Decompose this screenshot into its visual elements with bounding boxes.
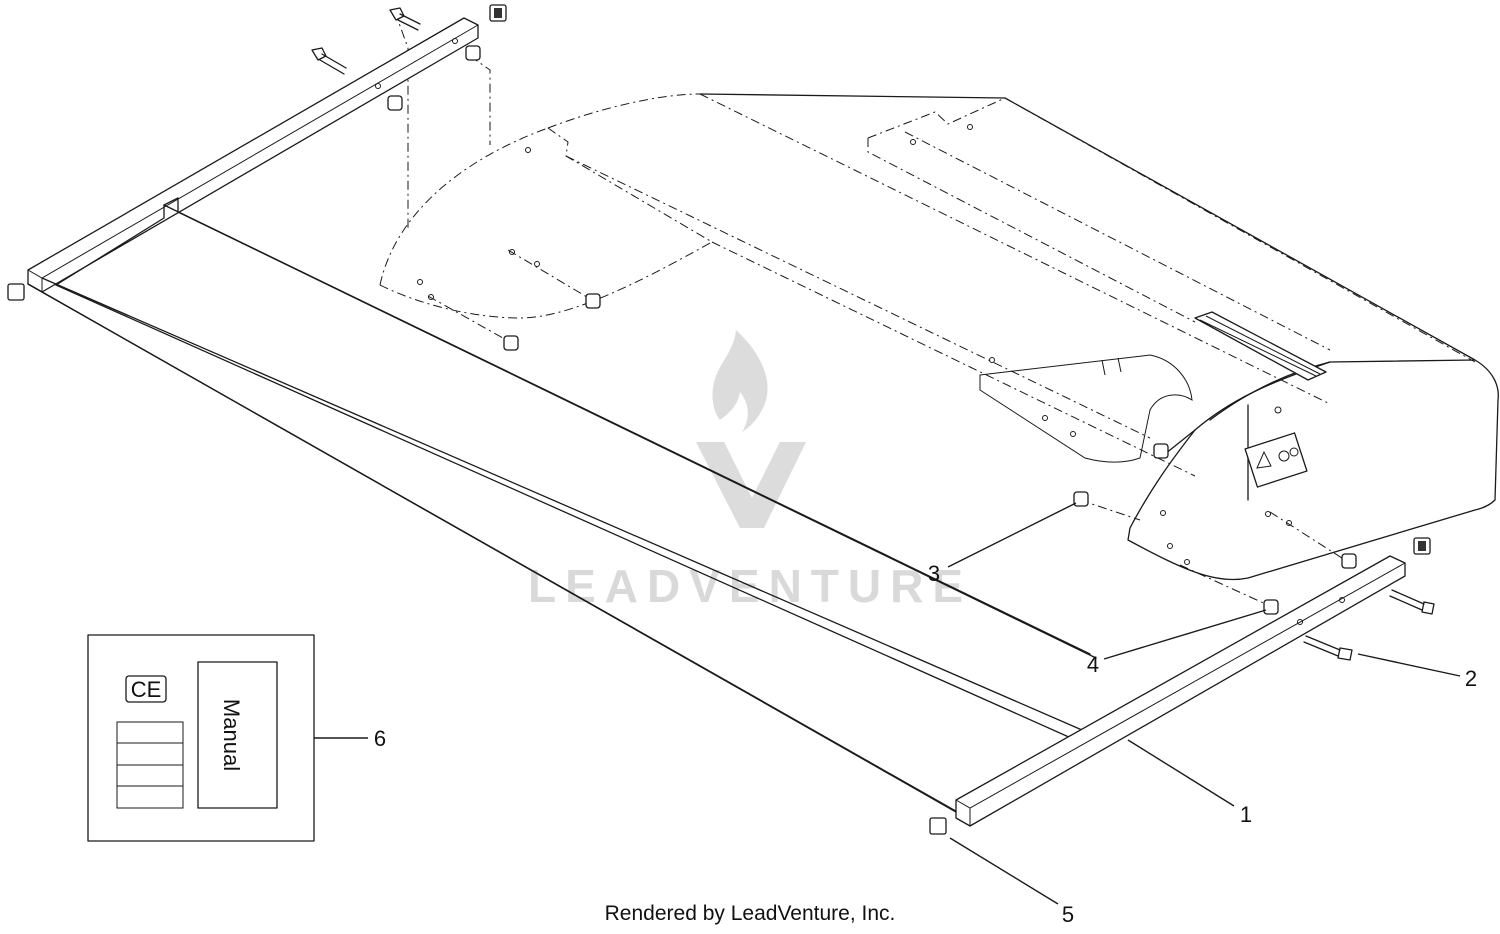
nut-hardware	[387, 45, 1357, 615]
render-credit: Rendered by LeadVenture, Inc.	[605, 902, 896, 925]
discharge-housing	[417, 93, 1499, 581]
flame-icon	[712, 330, 768, 432]
ce-label-box	[125, 675, 167, 703]
callout-4: 4	[1087, 652, 1099, 677]
v-logo-icon	[696, 442, 806, 528]
callout-1: 1	[1240, 802, 1252, 827]
kit-outline	[87, 634, 315, 842]
frame-assembly	[27, 17, 1406, 827]
callout-3: 3	[928, 561, 940, 586]
manual-book	[197, 661, 278, 809]
bolt-hardware	[311, 7, 1435, 661]
callout-6: 6	[374, 726, 386, 751]
ce-mark: CE	[131, 677, 162, 702]
end-caps	[7, 4, 1431, 835]
warning-decal	[1244, 432, 1308, 488]
watermark-text: LEADVENTURE	[528, 560, 972, 612]
decal-top	[1194, 311, 1327, 381]
callout-labels: 1 2 3 4 5 6	[374, 561, 1477, 927]
leadventure-watermark: LEADVENTURE	[528, 330, 972, 612]
callout-2: 2	[1465, 666, 1477, 691]
callout-5: 5	[1062, 902, 1074, 927]
manual-kit-box: CE Manual	[87, 634, 315, 842]
manual-label: Manual	[219, 699, 244, 771]
leader-lines	[314, 502, 1461, 905]
